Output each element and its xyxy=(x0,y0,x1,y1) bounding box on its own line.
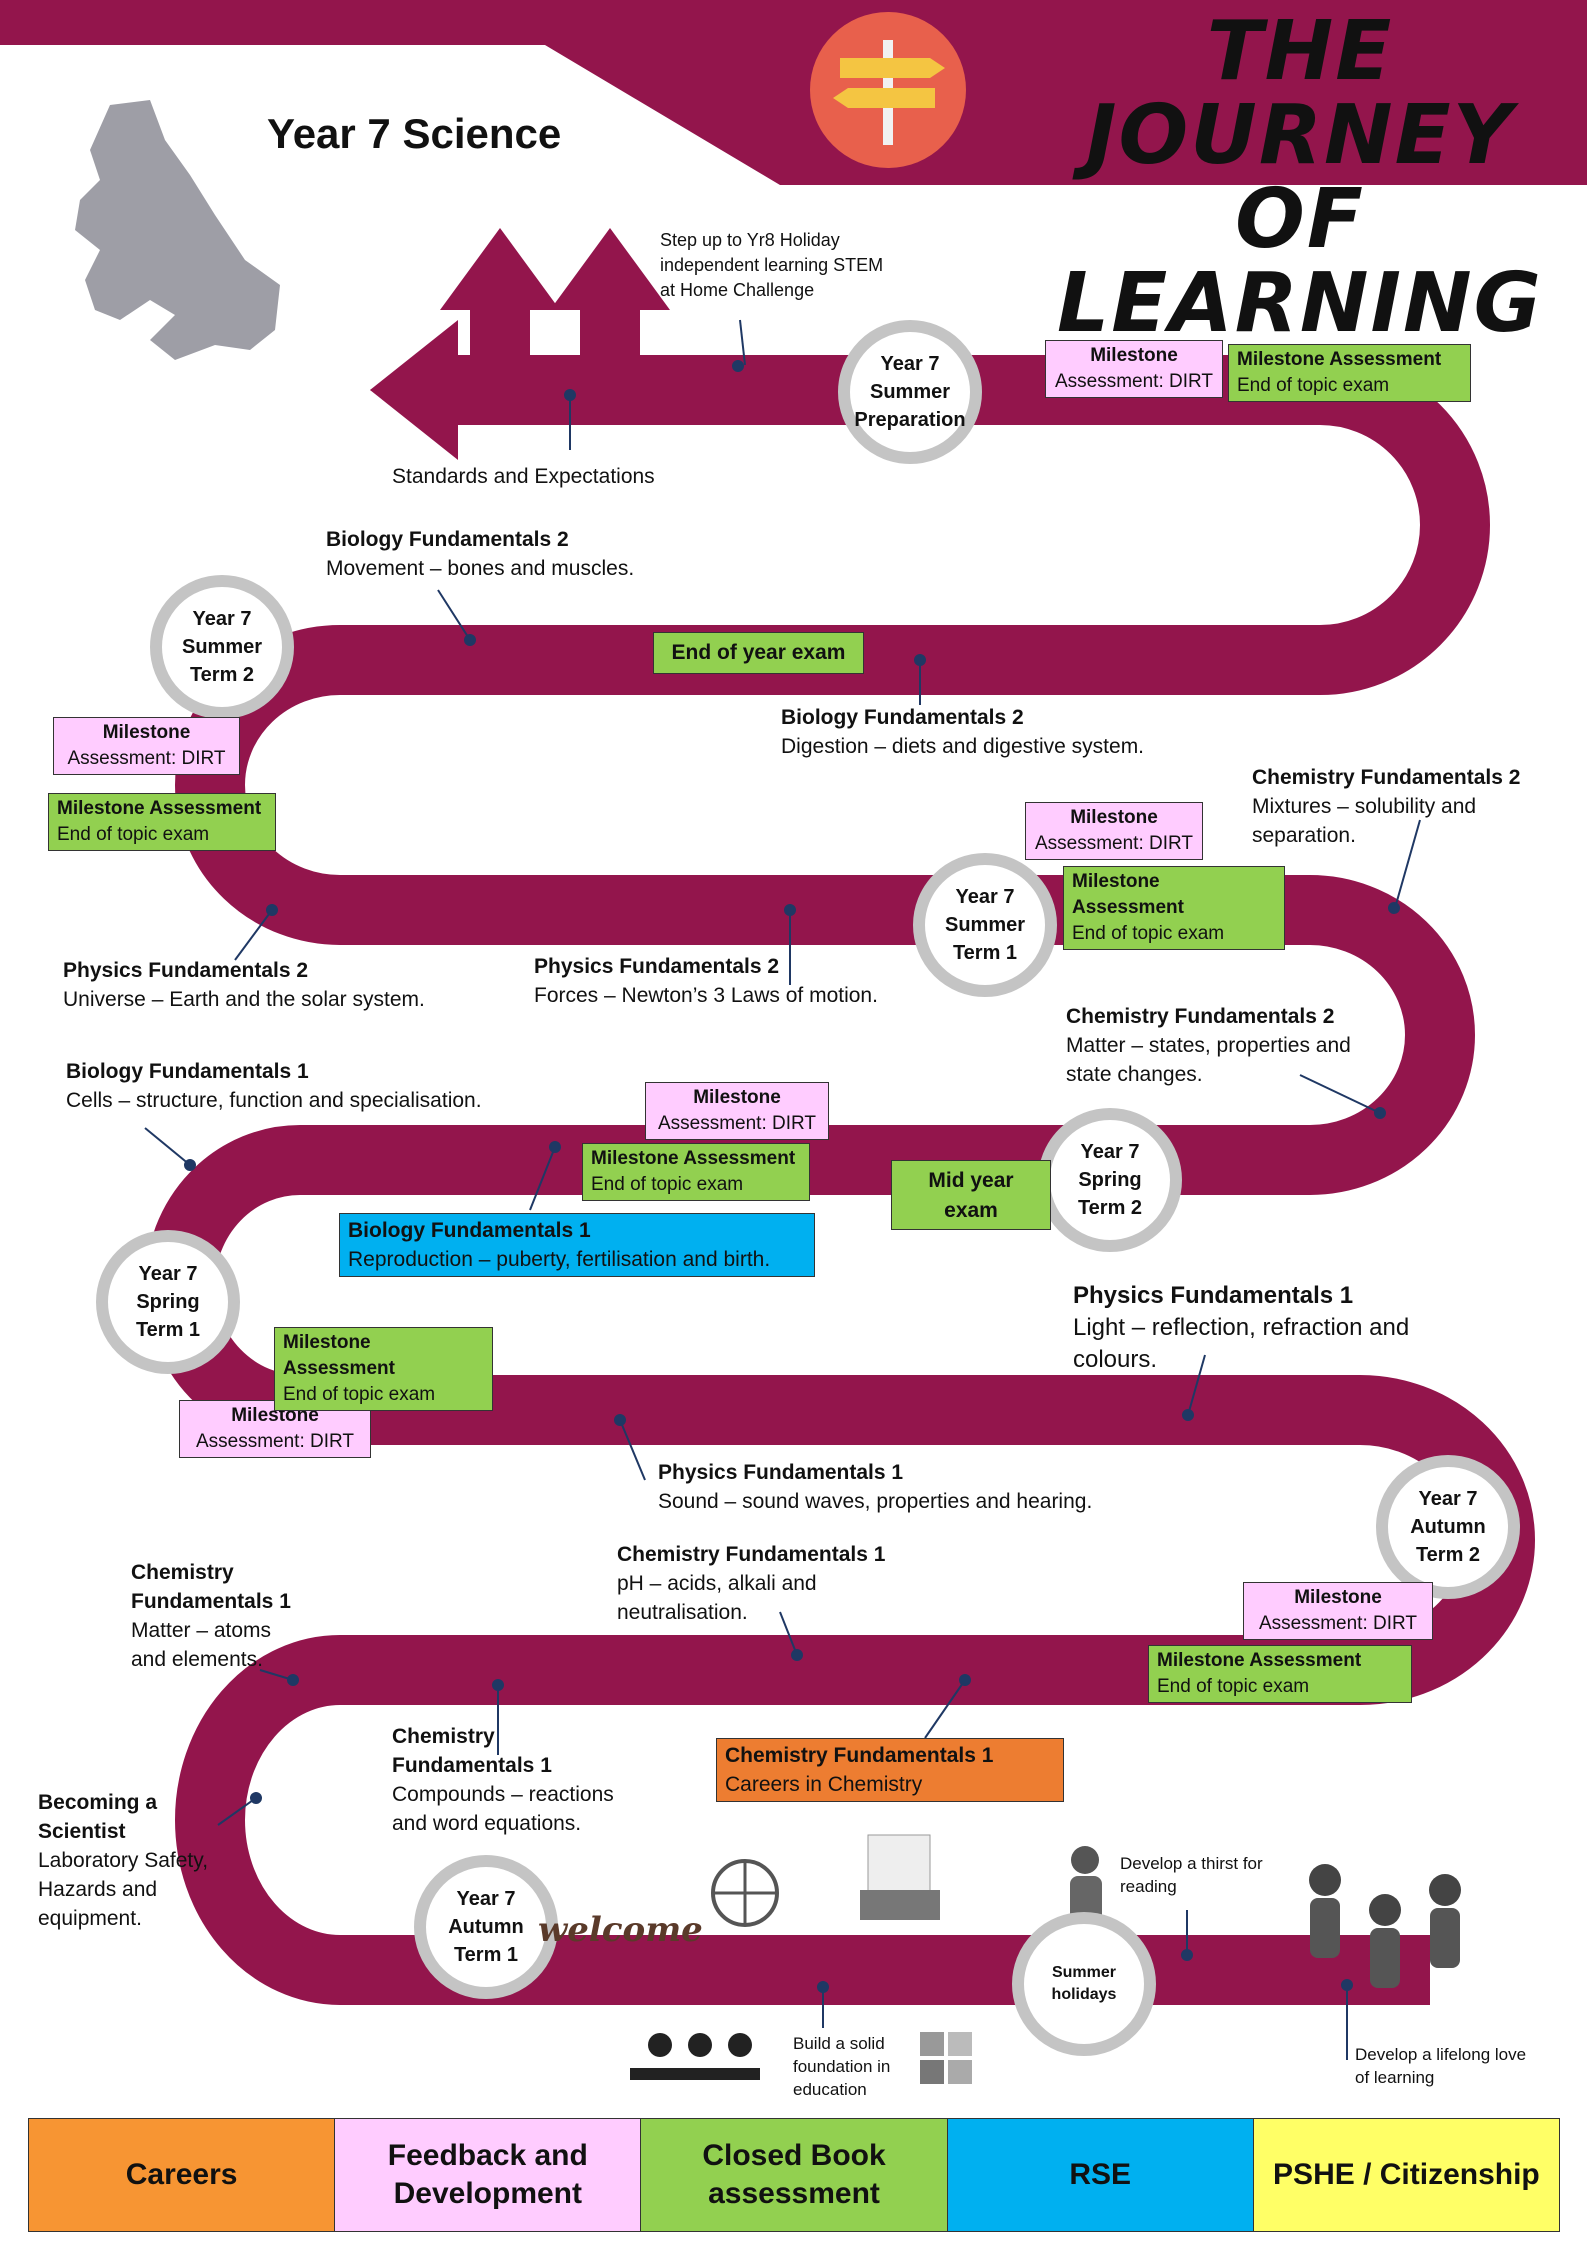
welcome-text: welcome xyxy=(538,1910,703,1950)
subject-heading: Year 7 Science xyxy=(267,110,562,157)
term-circle-summer-term-2: Year 7 Summer Term 2 xyxy=(150,575,294,719)
students-studying-icon xyxy=(630,2033,760,2080)
legend-feedback-development: Feedback and Development xyxy=(335,2119,642,2231)
header-banner xyxy=(0,0,1587,185)
legend-pshe-citizenship: PSHE / Citizenship xyxy=(1253,2119,1560,2231)
term-circle-summer-holidays: Summer holidays xyxy=(1012,1912,1156,2056)
uk-map-icon xyxy=(75,100,280,360)
term-circle-spring-term-1: Year 7 Spring Term 1 xyxy=(96,1230,240,1374)
legend-closed-book-assessment: Closed Book assessment xyxy=(641,2119,948,2231)
standards-label: Standards and Expectations xyxy=(392,465,655,488)
term-circle-autumn-term-2: Year 7 Autumn Term 2 xyxy=(1376,1455,1520,1599)
end-of-year-exam-box: End of year exam xyxy=(653,632,864,674)
legend-careers: Careers xyxy=(29,2119,336,2231)
term-circle-autumn-term-1: Year 7 Autumn Term 1 xyxy=(414,1855,558,1999)
legend-bar: Careers Feedback and Development Closed … xyxy=(28,2118,1560,2232)
compass-icon xyxy=(711,1859,779,1927)
legend-rse: RSE xyxy=(947,2119,1254,2231)
title-line-1: THE JOURNEY xyxy=(1086,4,1514,183)
step-up-label: Step up to Yr8 Holiday independent learn… xyxy=(660,230,884,300)
term-circle-summer-preparation: Year 7 Summer Preparation xyxy=(838,320,982,464)
term-circle-summer-term-1: Year 7 Summer Term 1 xyxy=(913,853,1057,997)
walking-people-icon xyxy=(1309,1864,1461,1988)
solid-foundation-label: Build a solid foundation in education xyxy=(793,2034,891,2099)
term-circle-spring-term-2: Year 7 Spring Term 2 xyxy=(1038,1108,1182,1252)
mid-year-exam-box: Mid year exam xyxy=(891,1160,1051,1230)
approved-stamp-icon xyxy=(860,1834,940,1920)
page-title: THE JOURNEY OF LEARNING xyxy=(1020,10,1580,346)
lifelong-love-label: Develop a lifelong love of learning xyxy=(1355,2045,1527,2087)
thirst-reading-label: Develop a thirst for reading xyxy=(1120,1854,1263,1896)
blocks-icon xyxy=(920,2032,972,2084)
title-line-2: OF LEARNING xyxy=(1057,172,1543,351)
